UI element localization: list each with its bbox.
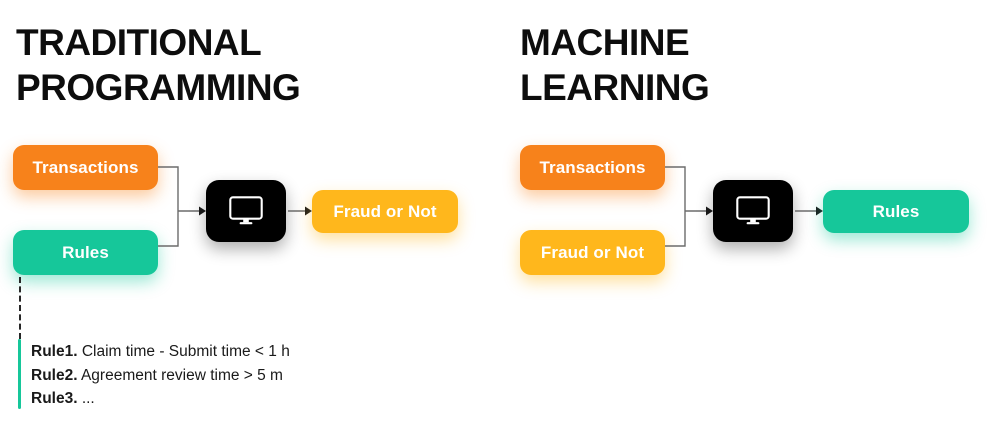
node-ml-input-transactions[interactable]: Transactions [520,145,665,190]
processor-traditional-programming[interactable] [206,180,286,242]
rules-accent-bar [18,339,21,409]
rule-text: Agreement review time > 5 m [77,366,283,384]
page-title-machine-learning: MACHINE LEARNING [520,22,710,108]
node-traditional-input-rules[interactable]: Rules [13,230,158,275]
rule-key: Rule3. [31,390,78,407]
rule-key: Rule1. [31,343,78,360]
node-traditional-output-fraud-or-not[interactable]: Fraud or Not [312,190,458,233]
processor-machine-learning[interactable] [713,180,793,242]
node-ml-input-fraud-or-not[interactable]: Fraud or Not [520,230,665,275]
node-label: Rules [872,201,920,221]
rules-dashed-connector [19,277,21,339]
node-label: Fraud or Not [333,201,437,221]
node-label: Rules [62,242,109,262]
list-item: Rule2. Agreement review time > 5 m [31,364,451,388]
monitor-icon [229,196,263,225]
node-label: Fraud or Not [540,242,645,262]
list-item: Rule3. ... [31,387,451,411]
monitor-icon [736,196,770,225]
rule-text: ... [77,390,95,407]
node-label: Transactions [539,157,646,177]
rule-key: Rule2. [31,366,78,384]
rule-text: Claim time - Submit time < 1 h [77,343,290,360]
node-label: Transactions [32,157,139,177]
page-title-traditional-programming: TRADITIONAL PROGRAMMING [16,22,301,108]
rules-callout-list: Rule1. Claim time - Submit time < 1 h Ru… [31,340,451,411]
node-traditional-input-transactions[interactable]: Transactions [13,145,158,190]
list-item: Rule1. Claim time - Submit time < 1 h [31,340,451,364]
node-ml-output-rules[interactable]: Rules [823,190,969,233]
